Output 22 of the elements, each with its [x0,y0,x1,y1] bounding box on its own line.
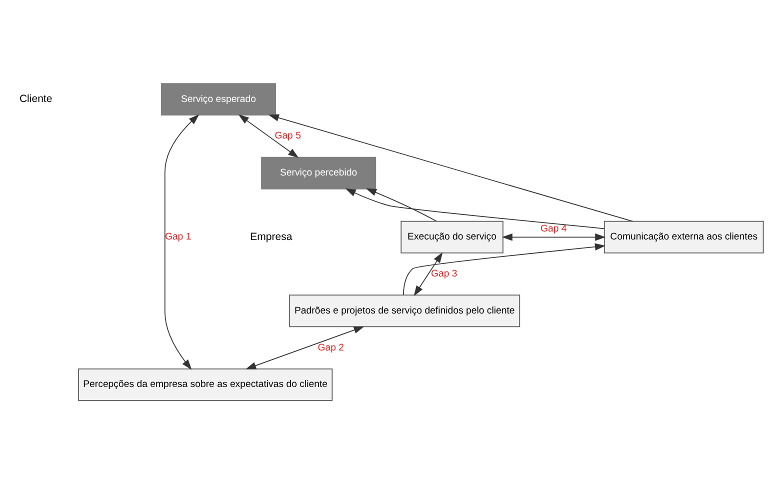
label: Empresa [250,230,292,243]
arrow [402,243,606,296]
edge-label: Gap 4 [540,224,567,235]
arrow [268,114,634,222]
node-box: Serviço esperado [160,83,276,116]
node-box: Percepções da empresa sobre as expectativas do cliente [78,368,333,401]
arrow [502,233,606,241]
node-box: Comunicação externa aos clientes [604,220,764,254]
arrow [164,114,200,370]
arrow [246,326,364,370]
arrow [414,252,443,296]
label: Cliente [19,93,52,106]
node-box: Serviço percebido [261,156,376,190]
arrow [238,114,299,158]
node-box: Execução do serviço [400,220,504,254]
edge-label: Gap 1 [164,232,192,243]
node-box: Padrões e projetos de serviço definidos pelo cliente [289,294,520,328]
arrow [366,188,437,222]
edge-label: Gap 2 [318,342,344,354]
edge-label: Gap 5 [274,130,301,142]
edge-label: Gap 3 [431,268,458,280]
arrow [345,188,605,230]
